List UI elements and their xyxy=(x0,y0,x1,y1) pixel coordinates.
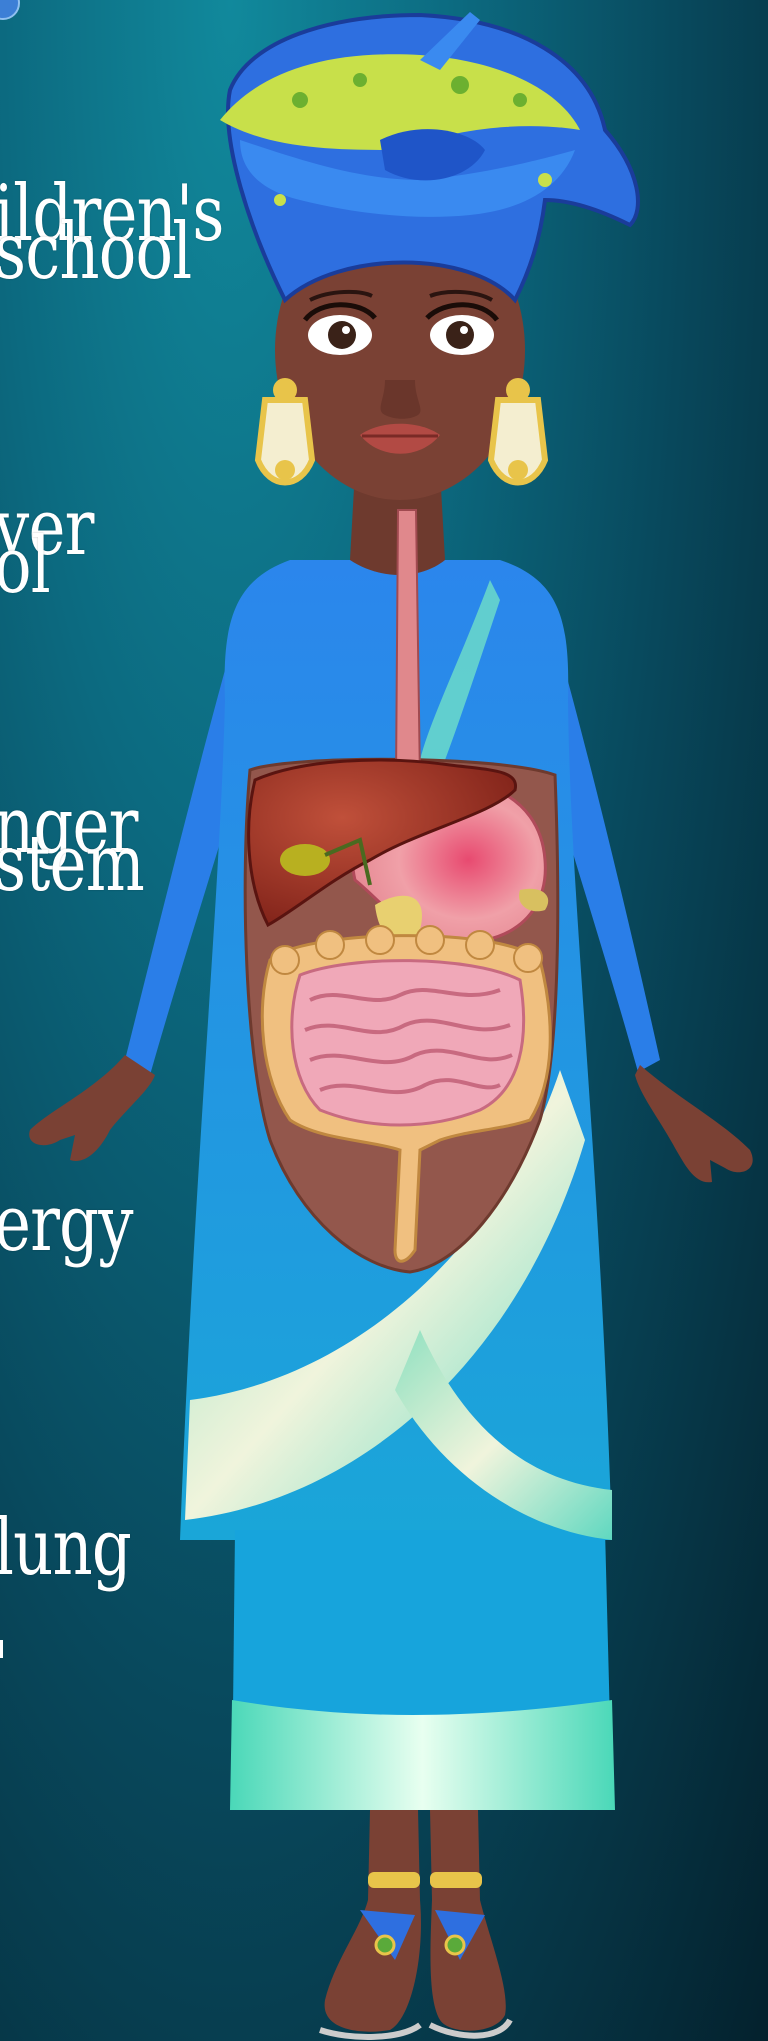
anklet-left-icon xyxy=(368,1872,420,1888)
anklet-right-icon xyxy=(430,1872,482,1888)
feet xyxy=(320,1810,510,2037)
esophagus xyxy=(396,510,420,780)
small-intestine xyxy=(292,961,524,1125)
gallbladder xyxy=(280,844,330,876)
headwrap xyxy=(220,12,638,300)
